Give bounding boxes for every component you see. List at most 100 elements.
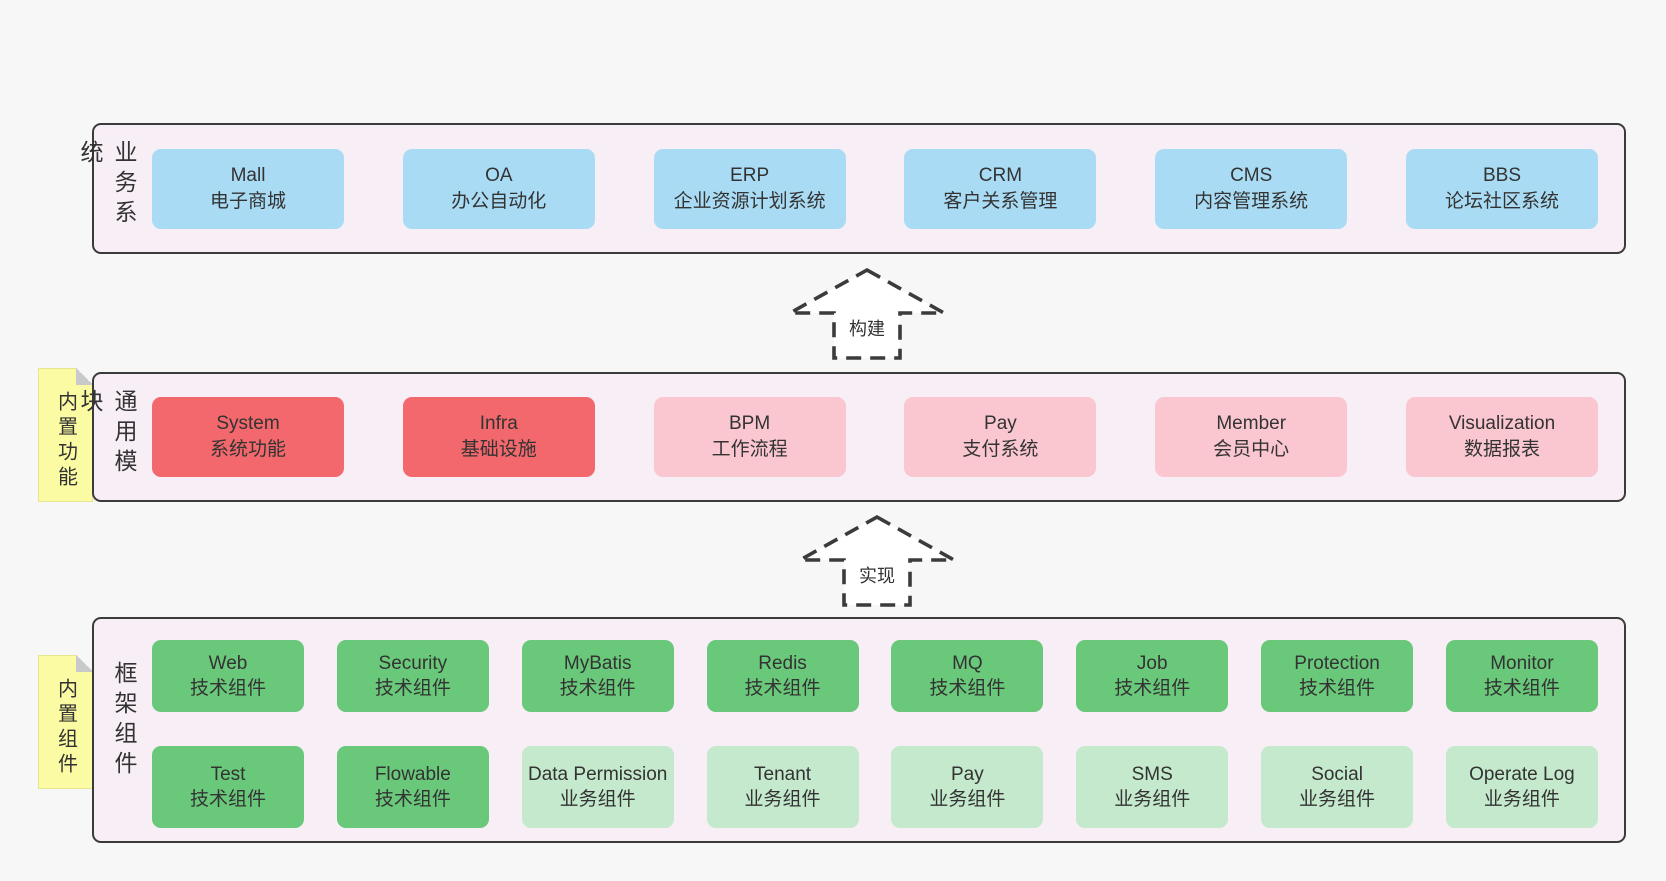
box-subtitle: 技术组件	[374, 678, 451, 699]
box-title: Protection	[1294, 653, 1380, 674]
box-title: BBS	[1482, 164, 1521, 186]
box-subtitle: 技术组件	[1114, 678, 1191, 699]
box-title: Mall	[230, 164, 266, 186]
box-erp: ERP 企业资源计划系统	[653, 148, 846, 229]
box-oa: OA 办公自动化	[402, 148, 595, 229]
box-cms: CMS 内容管理系统	[1155, 148, 1348, 229]
box-title: ERP	[730, 164, 770, 186]
box-title: Job	[1136, 653, 1168, 674]
box-title: Social	[1311, 764, 1363, 785]
folded-corner-icon	[76, 655, 93, 672]
box-sms: SMS 业务组件	[1076, 746, 1229, 828]
box-title: Infra	[479, 413, 518, 434]
box-monitor: Monitor 技术组件	[1445, 640, 1598, 712]
box-subtitle: 支付系统	[962, 439, 1039, 460]
sticky-label: 内置功能	[54, 391, 77, 491]
box-subtitle: 业务组件	[1483, 789, 1560, 810]
box-mq: MQ 技术组件	[891, 640, 1044, 712]
box-title: Redis	[758, 653, 807, 674]
box-subtitle: 技术组件	[929, 678, 1006, 699]
box-subtitle: 基础设施	[460, 439, 537, 460]
box-flowable: Flowable 技术组件	[336, 746, 489, 828]
box-test: Test 技术组件	[152, 746, 304, 828]
box-title: Data Permission	[527, 764, 668, 785]
box-title: Web	[208, 653, 248, 674]
box-subtitle: 工作流程	[711, 439, 788, 460]
box-mybatis: MyBatis 技术组件	[521, 640, 674, 712]
box-subtitle: 业务组件	[1299, 789, 1376, 810]
box-subtitle: 技术组件	[189, 678, 266, 699]
box-title: Pay	[984, 413, 1017, 434]
arrow-implement-label: 实现	[859, 566, 895, 586]
box-redis: Redis 技术组件	[706, 640, 859, 712]
box-bbs: BBS 论坛社区系统	[1405, 148, 1598, 229]
box-title: Pay	[951, 764, 984, 785]
box-title: CMS	[1230, 164, 1273, 186]
box-mall: Mall 电子商城	[152, 148, 344, 229]
box-title: Flowable	[374, 764, 451, 785]
box-subtitle: 业务组件	[929, 789, 1006, 810]
box-title: Test	[210, 764, 246, 785]
box-tenant: Tenant 业务组件	[706, 746, 859, 828]
arrow-implement: 实现	[792, 513, 962, 609]
box-subtitle: 业务组件	[1114, 789, 1191, 810]
up-block-arrow-icon	[793, 514, 961, 607]
box-social: Social 业务组件	[1261, 746, 1414, 828]
box-subtitle: 办公自动化	[451, 190, 547, 212]
components-row-1: Web 技术组件 Security 技术组件 MyBatis 技术组件 Redi…	[152, 640, 1598, 712]
box-web: Web 技术组件	[152, 640, 304, 712]
panel-business-systems: 业务系统 Mall 电子商城 OA 办公自动化 ERP 企业资源计划系统 CRM…	[77, 123, 1626, 254]
box-operate-log: Operate Log 业务组件	[1445, 746, 1598, 828]
box-subtitle: 业务组件	[744, 789, 821, 810]
box-title: Operate Log	[1469, 764, 1575, 785]
sticky-note-builtin-features: 内置功能	[38, 368, 93, 502]
box-title: Monitor	[1490, 653, 1554, 674]
box-title: Visualization	[1448, 413, 1556, 434]
box-subtitle: 论坛社区系统	[1444, 190, 1559, 212]
box-subtitle: 技术组件	[189, 789, 266, 810]
up-block-arrow-icon	[783, 267, 951, 360]
panel-framework-components: 框架组件 Web 技术组件 Security 技术组件 MyBatis 技术组件…	[92, 617, 1626, 843]
box-subtitle: 系统功能	[209, 439, 286, 460]
sticky-label: 内置组件	[54, 678, 77, 778]
box-subtitle: 技术组件	[1299, 678, 1376, 699]
components-row-2: Test 技术组件 Flowable 技术组件 Data Permission …	[152, 746, 1598, 828]
box-crm: CRM 客户关系管理	[904, 148, 1097, 229]
panel-common-modules: 通用模块 System 系统功能 Infra 基础设施 BPM 工作流程 Pay…	[77, 372, 1626, 502]
box-title: SMS	[1131, 764, 1173, 785]
box-security: Security 技术组件	[336, 640, 489, 712]
folded-corner-icon	[76, 368, 93, 385]
panel-modules-label: 通用模块	[77, 389, 137, 479]
box-system: System 系统功能	[152, 397, 344, 477]
box-title: Security	[378, 653, 448, 674]
box-title: MQ	[952, 653, 983, 674]
box-title: Tenant	[754, 764, 812, 785]
box-subtitle: 技术组件	[559, 678, 636, 699]
box-title: System	[216, 413, 280, 434]
box-title: OA	[485, 164, 513, 186]
business-box-row: Mall 电子商城 OA 办公自动化 ERP 企业资源计划系统 CRM 客户关系…	[152, 125, 1598, 252]
box-title: CRM	[978, 164, 1023, 186]
box-subtitle: 技术组件	[374, 789, 451, 810]
box-visualization: Visualization 数据报表	[1405, 397, 1598, 477]
arrow-build: 构建	[782, 266, 952, 362]
box-subtitle: 会员中心	[1213, 439, 1290, 460]
box-subtitle: 数据报表	[1463, 439, 1540, 460]
box-data-permission: Data Permission 业务组件	[521, 746, 674, 828]
panel-components-label: 框架组件	[111, 661, 137, 781]
box-subtitle: 电子商城	[209, 190, 286, 212]
modules-box-row: System 系统功能 Infra 基础设施 BPM 工作流程 Pay 支付系统…	[152, 374, 1598, 500]
box-title: BPM	[729, 413, 771, 434]
box-bpm: BPM 工作流程	[653, 397, 846, 477]
box-subtitle: 客户关系管理	[943, 190, 1058, 212]
box-subtitle: 企业资源计划系统	[673, 190, 826, 212]
box-pay-component: Pay 业务组件	[891, 746, 1044, 828]
box-title: Member	[1216, 413, 1287, 434]
box-member: Member 会员中心	[1155, 397, 1348, 477]
box-subtitle: 技术组件	[744, 678, 821, 699]
box-subtitle: 技术组件	[1483, 678, 1560, 699]
panel-business-label: 业务系统	[77, 140, 137, 230]
box-protection: Protection 技术组件	[1261, 640, 1414, 712]
box-job: Job 技术组件	[1076, 640, 1229, 712]
